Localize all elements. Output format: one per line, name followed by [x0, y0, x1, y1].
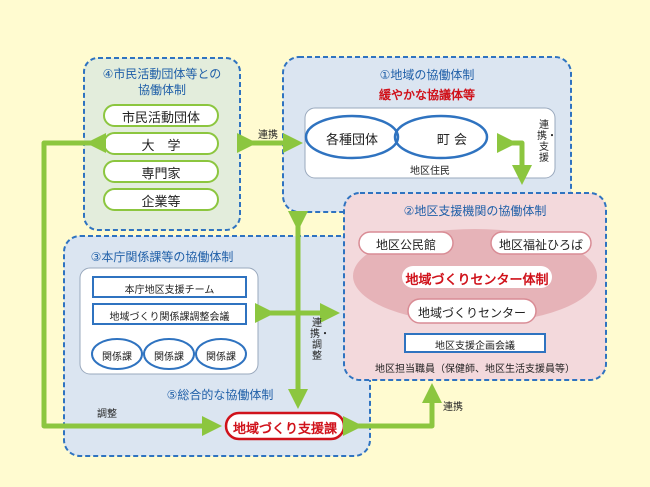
box4-item-1-pill — [103, 104, 219, 127]
box5-title: ⑤総合的な協働体制 — [166, 388, 274, 402]
link-renkei-chosei: 連携・調整 — [310, 318, 330, 362]
left-circle — [304, 114, 400, 160]
box1-title: ①地域の協働体制 — [379, 68, 475, 82]
pill-left — [358, 231, 454, 255]
center-label: 地域づくりセンター体制 — [405, 273, 549, 288]
box4-item-1: 市民活動団体 — [121, 111, 200, 126]
box4-title-line1: ④市民活動団体等との — [102, 67, 222, 81]
center-label-pill — [402, 266, 552, 288]
meeting-box — [404, 333, 546, 353]
box2-caption: 地区担当職員（保健師、地区生活支援員等） — [375, 364, 575, 375]
section-3-label: 関係課 — [206, 352, 236, 363]
council-label: 地域づくり関係課調整会議 — [109, 312, 230, 323]
box4-item-2: 大 学 — [141, 139, 181, 154]
arrow-left-loop — [41, 133, 223, 436]
box2-title: ②地区支援機関の協働体制 — [403, 204, 547, 218]
left-circle-label: 各種団体 — [325, 133, 378, 148]
link-renkei-shien: 連携・支援 — [537, 120, 557, 164]
arrow-box1-box2 — [497, 133, 532, 186]
pill-bottom-label: 地域づくりセンター — [417, 306, 526, 320]
box4-item-4: 企業等 — [141, 195, 181, 210]
box1-inner-panel — [304, 107, 556, 179]
pill-right-label: 地区福祉ひろば — [498, 238, 583, 252]
link-chosei: 調整 — [97, 409, 117, 420]
box1-caption: 地区住民 — [410, 166, 450, 177]
center-box-label: 地域づくり支援課 — [232, 422, 337, 437]
right-circle-label: 町 会 — [436, 133, 468, 148]
box4-item-3: 専門家 — [141, 167, 181, 182]
pill-right — [490, 231, 592, 255]
box4-title-line2: 協働体制 — [137, 83, 186, 97]
section-1-label: 関係課 — [102, 352, 132, 363]
section-2-label: 関係課 — [154, 352, 184, 363]
arrow-center-box2 — [343, 382, 442, 436]
box1-subtitle: 緩やかな協議体等 — [378, 88, 475, 102]
team-label: 本庁地区支援チーム — [124, 285, 215, 296]
right-circle — [393, 114, 489, 160]
meeting-label: 地区支援企画会議 — [435, 341, 515, 352]
link-renkei-bottom: 連携 — [443, 402, 463, 413]
link-renkei-top: 連携 — [258, 130, 278, 141]
box3-title: ③本庁関係課等の協働体制 — [90, 250, 234, 264]
pill-bottom — [407, 298, 537, 324]
pill-left-label: 地区公民館 — [375, 238, 436, 252]
